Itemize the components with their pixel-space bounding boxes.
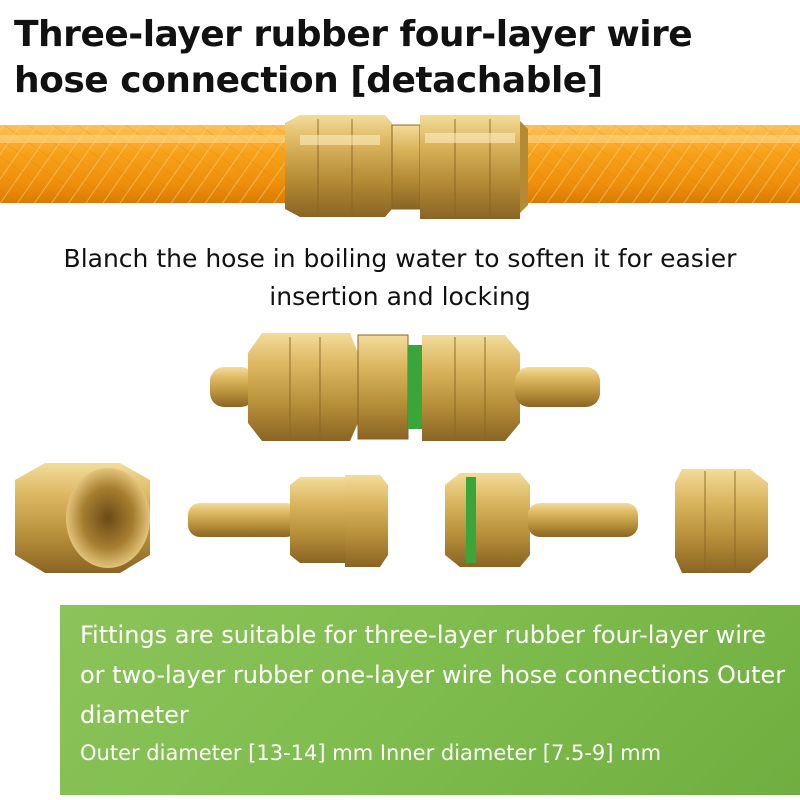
part-barbed-tail-with-seal (445, 473, 638, 567)
green-seal (408, 345, 422, 429)
left-nut (248, 333, 358, 441)
part-brass-nut-side (675, 469, 768, 573)
page-title: Three-layer rubber four-layer wire hose … (14, 14, 693, 101)
part-brass-nut (15, 463, 150, 573)
right-barb (515, 367, 600, 407)
spec-description: Fittings are suitable for three-layer ru… (80, 621, 786, 729)
hero-hose-image (0, 115, 800, 219)
assembled-connector-image (210, 333, 600, 441)
right-nut (422, 335, 520, 441)
spec-dimensions: Outer diameter [13-14] mm Inner diameter… (80, 741, 662, 765)
hero-brass-connector (285, 115, 528, 219)
parts-image (15, 463, 768, 573)
spec-panel: Fittings are suitable for three-layer ru… (60, 605, 800, 795)
instruction-caption: Blanch the hose in boiling water to soft… (63, 244, 737, 311)
part-barbed-tail-with-nut (188, 475, 388, 567)
left-barb (210, 367, 255, 407)
